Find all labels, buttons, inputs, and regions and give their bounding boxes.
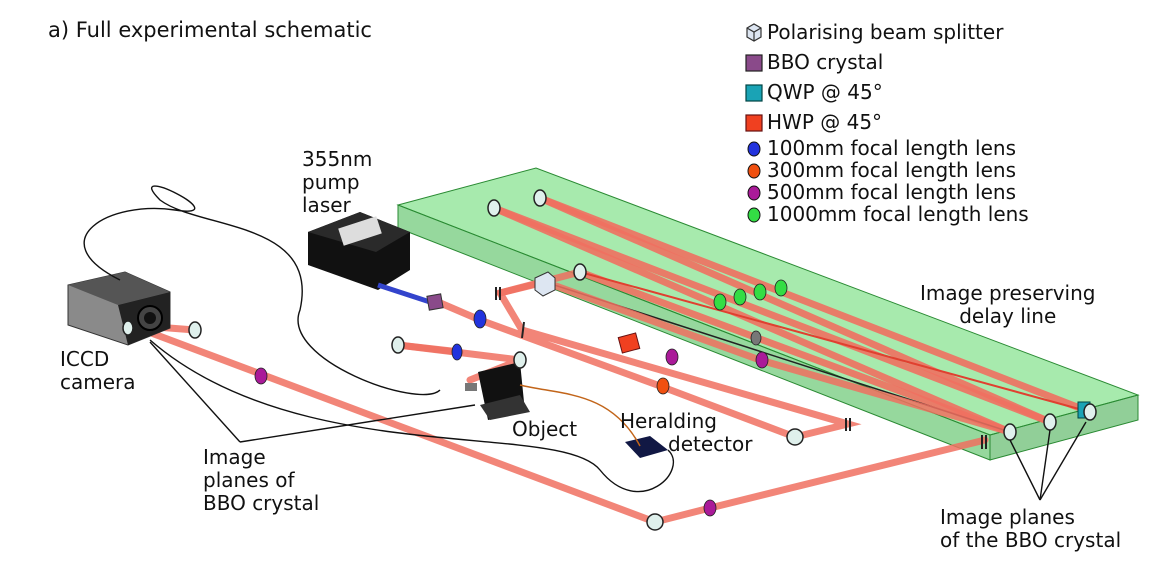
dot-icon: [747, 207, 761, 223]
legend-item-lens-1000: 1000mm focal length lens: [743, 202, 1029, 226]
legend-label: 100mm focal length lens: [767, 136, 1017, 160]
lens-100mm-icon: [473, 309, 487, 329]
legend-item-hwp: HWP @ 45°: [743, 107, 1029, 137]
pump-laser: [308, 212, 431, 305]
lens-1000mm-icon: [713, 293, 727, 311]
dot-icon: [747, 163, 761, 179]
lens-1000mm-icon: [733, 288, 747, 306]
lens-1000mm-icon: [774, 279, 788, 297]
square-icon: [745, 114, 763, 132]
legend-label: 1000mm focal length lens: [767, 202, 1029, 226]
cables: [83, 185, 675, 493]
legend-label: 500mm focal length lens: [767, 180, 1017, 204]
cube-icon: [746, 23, 762, 42]
delay-line-label: Image preserving delay line: [920, 281, 1096, 328]
legend: Polarising beam splitter BBO crystal QWP…: [743, 17, 1029, 226]
legend-item-lens-300: 300mm focal length lens: [743, 158, 1029, 182]
pump-laser-label: 355nm pump laser: [302, 147, 373, 217]
pointer-lines: [149, 341, 1087, 501]
image-planes-right-label: Image planes of the BBO crystal: [940, 505, 1122, 552]
legend-item-lens-100: 100mm focal length lens: [743, 136, 1029, 160]
lens-500mm-icon: [703, 499, 717, 517]
lens-100mm-icon: [451, 343, 463, 361]
beam-paths: [126, 268, 1014, 526]
lenses: [254, 279, 788, 517]
lens-500mm-icon: [665, 348, 679, 366]
heralding-detector: [519, 384, 668, 458]
image-planes-left-label: Image planes of BBO crystal: [203, 445, 320, 515]
legend-label: BBO crystal: [767, 50, 884, 74]
lens-500mm-icon: [254, 367, 268, 385]
legend-label: 300mm focal length lens: [767, 158, 1017, 182]
bbo-crystal-icon: [426, 293, 444, 311]
legend-label: Polarising beam splitter: [767, 20, 1004, 44]
lens-1000mm-icon: [753, 283, 767, 301]
object-mount: [465, 362, 530, 420]
heralding-detector-label: Heralding detector: [620, 409, 753, 456]
legend-item-qwp: QWP @ 45°: [743, 77, 1029, 107]
lens-500mm-icon: [755, 351, 769, 369]
object-label: Object: [512, 417, 578, 441]
figure-title: a) Full experimental schematic: [48, 18, 372, 42]
hwp-icon: [617, 332, 641, 354]
legend-label: HWP @ 45°: [767, 110, 883, 134]
beam-splitter-cube-icon: [534, 271, 556, 297]
legend-item-bbo: BBO crystal: [743, 47, 1029, 77]
dot-icon: [747, 141, 761, 157]
legend-item-beam-splitter: Polarising beam splitter: [743, 17, 1029, 47]
apertures: [495, 287, 987, 449]
square-icon: [745, 54, 763, 72]
legend-label: QWP @ 45°: [767, 80, 883, 104]
legend-item-lens-500: 500mm focal length lens: [743, 180, 1029, 204]
lens-300mm-icon: [656, 377, 670, 395]
square-icon: [745, 84, 763, 102]
delay-line-beams: [490, 194, 1094, 436]
mirrors: [122, 189, 1097, 531]
dot-icon: [747, 185, 761, 201]
camera-label: ICCD camera: [60, 347, 136, 394]
iccd-camera: [67, 271, 171, 346]
